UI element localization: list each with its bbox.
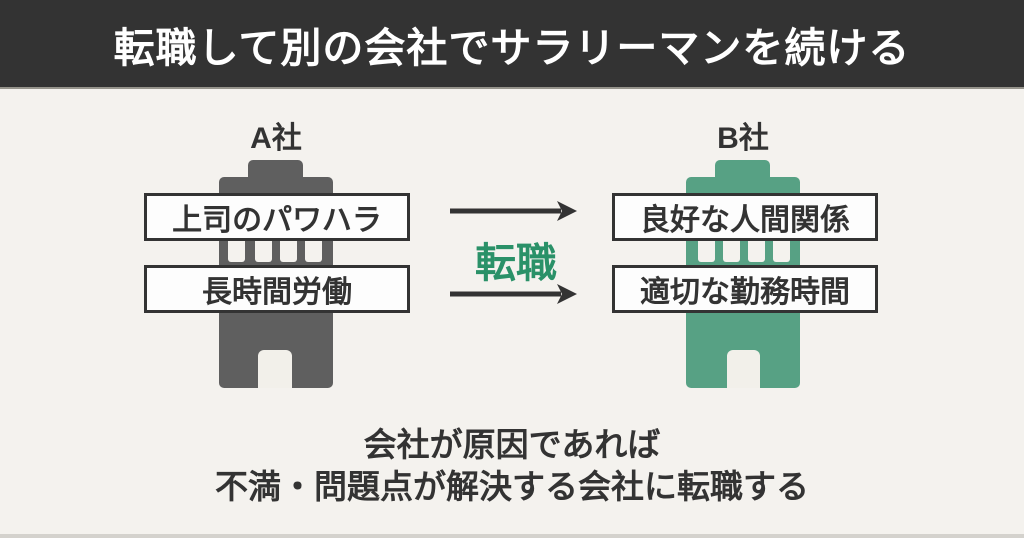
company-a-issue-1: 上司のパワハラ [144,193,410,241]
building-door-icon [258,350,292,388]
page-title: 転職して別の会社でサラリーマンを続ける [113,24,911,71]
bottom-edge-divider [0,534,1024,538]
building-window-icon [305,236,322,262]
transition-label: 転職 [475,240,557,286]
arrow-right-icon [450,201,577,221]
arrow-right-icon [450,284,577,304]
title-bar: 転職して別の会社でサラリーマンを続ける [0,0,1024,89]
building-window-icon [748,236,765,262]
company-b-benefit-1: 良好な人間関係 [612,193,878,241]
building-window-icon [723,236,740,262]
company-b-name: B社 [717,122,769,155]
caption-line-2: 不満・問題点が解決する会社に転職する [215,468,809,505]
company-a-issue-2: 長時間労働 [144,265,410,313]
company-a-name: A社 [250,122,302,155]
building-door-icon [727,350,760,388]
company-a-building-icon [248,160,303,182]
building-window-icon [698,236,715,262]
company-b-benefit-2: 適切な勤務時間 [612,265,878,313]
building-window-icon [280,236,297,262]
company-b-building-icon [715,160,770,182]
building-window-icon [773,236,790,262]
building-window-icon [255,236,272,262]
caption: 会社が原因であれば 不満・問題点が解決する会社に転職する [0,424,1024,508]
caption-line-1: 会社が原因であれば [363,426,661,463]
building-window-icon [228,236,245,262]
